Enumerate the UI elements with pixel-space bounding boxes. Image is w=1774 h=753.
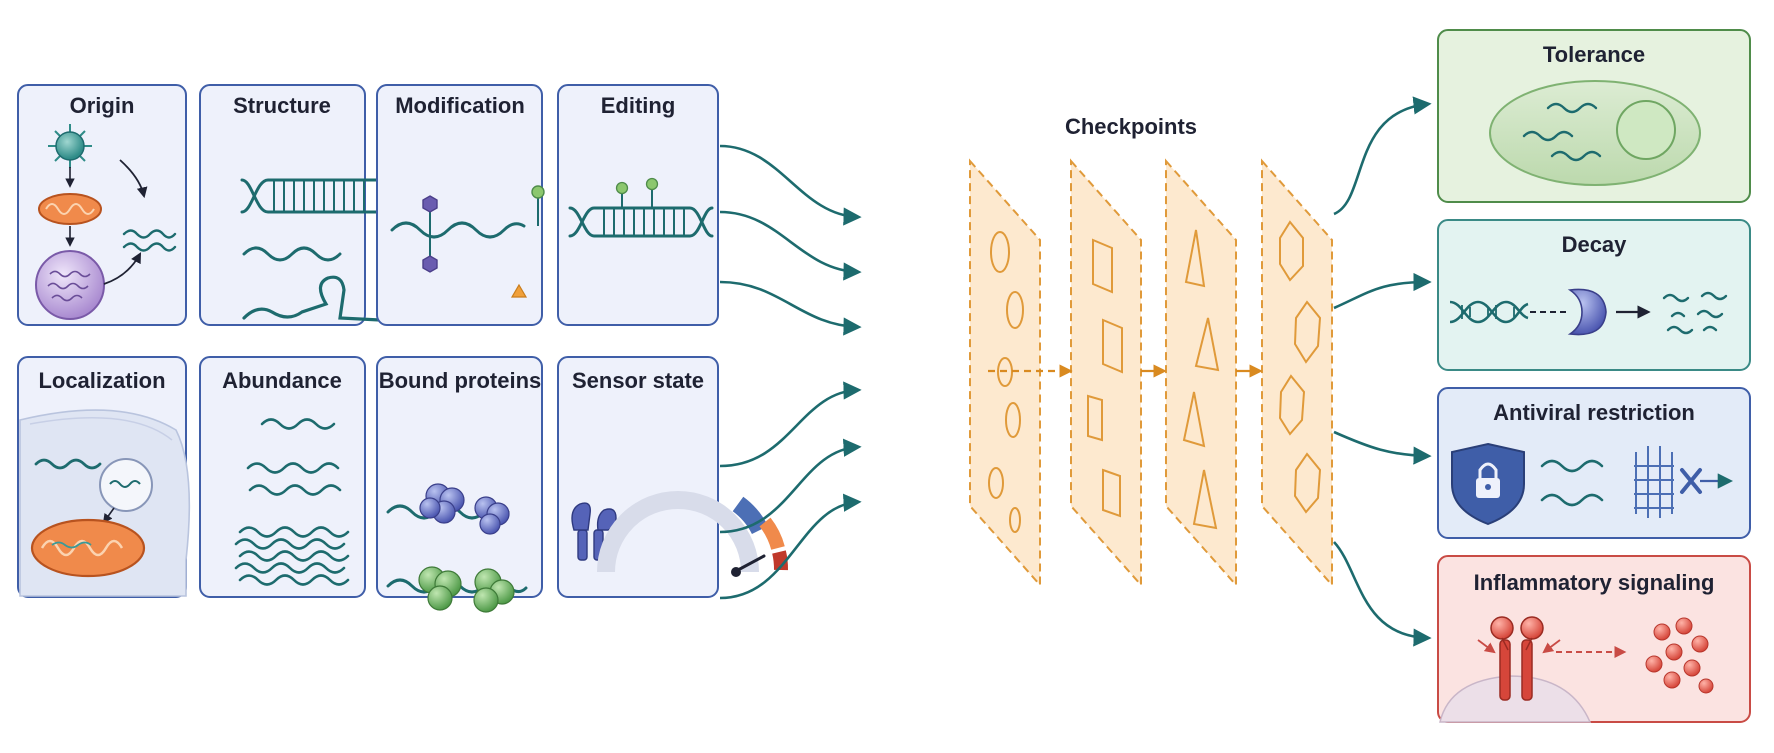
nucleus-icon — [35, 250, 105, 320]
outcome-tolerance-title: Tolerance — [1543, 42, 1645, 67]
panel-bound-proteins-title: Bound proteins — [379, 368, 542, 393]
outcome-antiviral-restriction: Antiviral restriction — [1437, 387, 1751, 539]
checkpoint-layer-2 — [1070, 158, 1142, 588]
output-arrows — [1333, 96, 1432, 647]
dna-helix-icon — [1449, 300, 1529, 324]
checkpoint-layer-4 — [1261, 158, 1333, 588]
panel-modification-title: Modification — [395, 93, 525, 118]
panel-origin: Origin — [17, 84, 187, 326]
mitochondrion-icon — [30, 518, 146, 578]
panel-structure-title: Structure — [233, 93, 331, 118]
stem-loop-icon — [242, 275, 382, 322]
dna-helix-icon — [568, 185, 714, 238]
rna-fragments-icon — [1662, 291, 1728, 335]
panel-sensor-state-title: Sensor state — [572, 368, 704, 393]
checkpoints-title: Checkpoints — [1065, 114, 1197, 139]
input-arrows — [719, 144, 862, 600]
rna-strand-icon — [34, 458, 102, 470]
checkpoint-layer-1 — [969, 158, 1041, 588]
outcome-inflammatory-signaling-title: Inflammatory signaling — [1474, 570, 1715, 595]
checkpoint-layer-3 — [1165, 158, 1237, 588]
panel-structure: Structure — [199, 84, 398, 326]
panel-localization: Localization — [17, 356, 191, 598]
cell-icon — [1489, 80, 1701, 186]
rna-strand-icon — [1540, 459, 1604, 507]
panel-origin-title: Origin — [70, 93, 135, 118]
shield-lock-icon — [1451, 442, 1525, 526]
outcome-tolerance: Tolerance — [1437, 29, 1751, 203]
cytokine-icon — [1645, 617, 1714, 694]
nuclease-icon — [1567, 288, 1607, 336]
barrier-icon — [1634, 446, 1674, 518]
receptor-icon — [571, 502, 617, 561]
rna-strand-icon — [242, 246, 342, 262]
outcome-antiviral-restriction-title: Antiviral restriction — [1493, 400, 1695, 425]
panel-abundance-title: Abundance — [222, 368, 342, 393]
outcome-decay-title: Decay — [1562, 232, 1628, 257]
protein-complex-icon — [419, 483, 510, 535]
protein-complex-icon — [418, 566, 515, 613]
panel-sensor-state: Sensor state — [557, 356, 788, 598]
receptor-icon — [1490, 616, 1544, 701]
outcome-inflammatory-signaling: Inflammatory signaling — [1437, 555, 1751, 723]
modification-marks-icon — [390, 185, 580, 298]
blocked-icon — [1680, 468, 1702, 494]
virus-icon — [48, 124, 92, 168]
checkpoint-layers — [969, 158, 1333, 588]
panel-editing-title: Editing — [601, 93, 676, 118]
panel-abundance: Abundance — [199, 356, 366, 598]
panel-localization-title: Localization — [38, 368, 165, 393]
rna-strand-icon — [122, 229, 177, 252]
dna-helix-icon — [240, 170, 398, 214]
panel-modification: Modification — [376, 84, 580, 326]
mitochondrion-icon — [38, 193, 102, 225]
panel-bound-proteins: Bound proteins — [376, 356, 543, 613]
outcome-decay: Decay — [1437, 219, 1751, 371]
rna-strand-icon — [234, 418, 350, 586]
panel-editing: Editing — [557, 84, 719, 326]
gauge-icon — [597, 491, 788, 577]
